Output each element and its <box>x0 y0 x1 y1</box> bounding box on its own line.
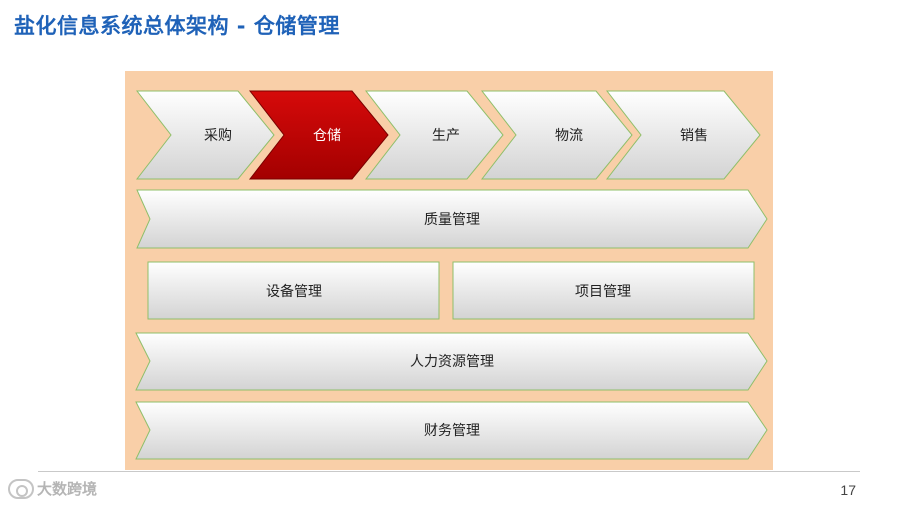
finance-management-label: 财务管理 <box>424 423 480 439</box>
chevron-label-logistics: 物流 <box>555 128 583 144</box>
chevron-warehousing[interactable] <box>248 90 389 180</box>
project-management-box[interactable] <box>452 261 755 320</box>
quality-management-bar[interactable] <box>136 189 768 249</box>
quality-management-label: 质量管理 <box>424 212 480 228</box>
equipment-management-box[interactable] <box>147 261 440 320</box>
chevron-label-warehousing: 仓储 <box>313 128 341 144</box>
page-number: 17 <box>840 482 856 498</box>
slide-title: 盐化信息系统总体架构 - 仓储管理 <box>14 14 340 38</box>
footer-divider <box>38 471 860 472</box>
chevron-label-production: 生产 <box>432 128 460 144</box>
watermark-text: 大数跨境 <box>37 480 98 498</box>
chevron-label-procurement: 采购 <box>204 128 232 144</box>
chevron-logistics[interactable] <box>480 90 633 180</box>
project-management-label: 项目管理 <box>575 284 631 300</box>
watermark-logo-icon <box>8 478 34 499</box>
chevron-sales[interactable] <box>605 90 761 180</box>
hr-management-bar[interactable] <box>135 332 768 391</box>
chevron-production[interactable] <box>364 90 504 180</box>
chevron-procurement[interactable] <box>135 90 275 180</box>
watermark: 大数跨境 <box>8 478 97 499</box>
finance-management-bar[interactable] <box>135 401 768 460</box>
equipment-management-label: 设备管理 <box>266 284 322 300</box>
hr-management-label: 人力资源管理 <box>410 354 494 370</box>
chevron-label-sales: 销售 <box>680 128 708 144</box>
